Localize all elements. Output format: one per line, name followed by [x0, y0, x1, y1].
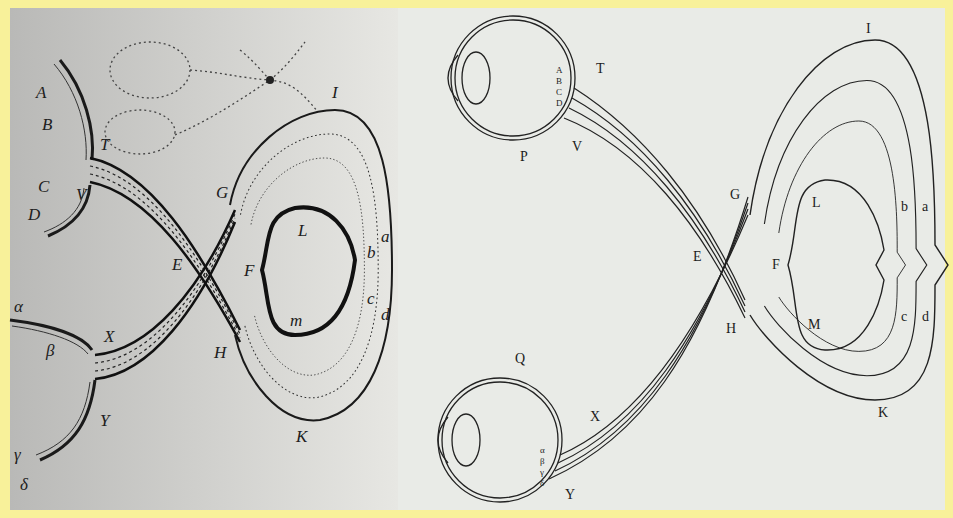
callout-letter: F: [244, 262, 254, 279]
callout-letter: V: [76, 186, 86, 203]
callout-letter: δ: [20, 476, 28, 493]
callout-letter: E: [693, 250, 702, 264]
callout-letter: β: [540, 457, 545, 466]
callout-letter: B: [42, 116, 52, 133]
eye: [448, 16, 575, 140]
eye: [438, 378, 562, 502]
callout-letter: Y: [100, 412, 109, 429]
callout-letter: d: [381, 306, 390, 323]
ventricle: [262, 207, 355, 335]
ghost-sketch: [105, 42, 318, 154]
callout-letter: V: [572, 140, 582, 154]
callout-letter: β: [46, 342, 54, 359]
callout-letter: L: [812, 196, 821, 210]
nerve-edge: [90, 158, 240, 379]
callout-letter: α: [540, 446, 545, 455]
callout-letter: B: [556, 77, 562, 86]
callout-letter: γ: [14, 446, 21, 463]
callout-letter: X: [104, 328, 114, 345]
callout-letter: δ: [540, 479, 544, 488]
callout-letter: γ: [540, 468, 544, 477]
callout-letter: A: [556, 66, 563, 75]
callout-letter: I: [332, 84, 338, 101]
callout-letter: α: [14, 298, 23, 315]
callout-letter: C: [556, 88, 562, 97]
callout-letter: X: [590, 410, 600, 424]
callout-letter: M: [808, 318, 820, 332]
brain-outline: [230, 110, 392, 420]
callout-letter: m: [290, 312, 302, 329]
callout-letter: F: [772, 258, 780, 272]
callout-letter: c: [367, 290, 375, 307]
callout-letter: Q: [515, 352, 525, 366]
callout-letter: D: [28, 206, 40, 223]
callout-letter: P: [520, 150, 528, 164]
callout-letter: H: [214, 344, 226, 361]
right-panel: [398, 8, 945, 510]
callout-letter: a: [922, 200, 928, 214]
callout-letter: G: [730, 188, 740, 202]
callout-letter: H: [726, 322, 736, 336]
callout-letter: T: [100, 136, 109, 153]
brain-fibers: [241, 134, 379, 398]
eye-wall: [10, 60, 95, 460]
callout-letter: L: [298, 222, 307, 239]
callout-letter: T: [596, 62, 605, 76]
callout-letter: b: [901, 200, 908, 214]
nerve-strands: [549, 88, 748, 479]
callout-letter: K: [878, 406, 888, 420]
callout-letter: Y: [565, 488, 575, 502]
callout-letter: d: [922, 310, 929, 324]
callout-letter: b: [367, 244, 376, 261]
callout-letter: G: [216, 184, 228, 201]
eye-wall-inner: [12, 64, 90, 455]
callout-letter: K: [296, 428, 307, 445]
callout-letter: c: [901, 310, 907, 324]
callout-letter: a: [381, 228, 390, 245]
brain-fibers: [750, 40, 948, 400]
callout-letter: I: [866, 22, 871, 36]
callout-letter: D: [556, 99, 563, 108]
callout-letter: A: [36, 84, 46, 101]
left-panel: [10, 8, 398, 510]
callout-letter: C: [38, 178, 49, 195]
callout-letter: E: [172, 256, 182, 273]
